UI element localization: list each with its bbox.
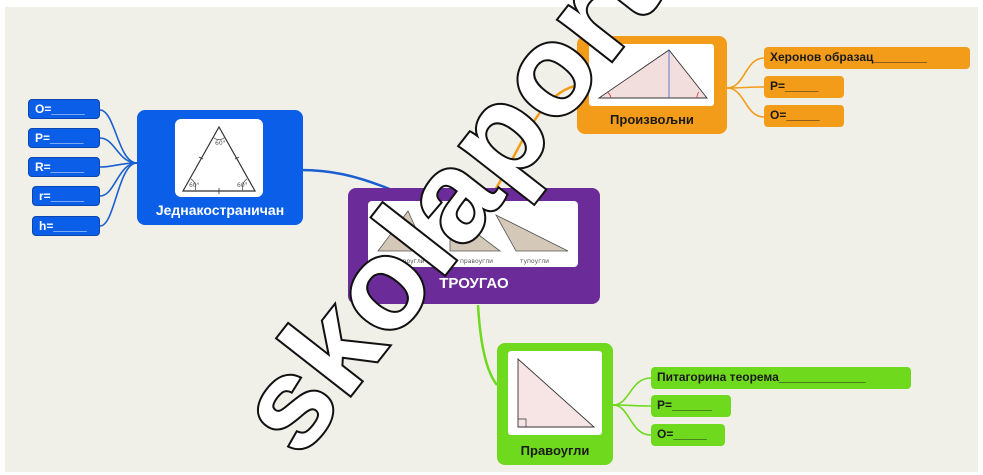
connector-central-arbitrary: [493, 83, 581, 191]
equilateral-triangle-icon: 60° 60° 60°: [181, 125, 257, 194]
eq-angle-right: 60°: [237, 182, 248, 189]
right-item-o[interactable]: O=_____: [651, 424, 725, 446]
right-item-pythagoras[interactable]: Питагорина теорема_____________: [651, 367, 911, 389]
central-sublabel-right: правоугли: [460, 258, 493, 265]
central-node[interactable]: оштроугли правоугли тупоугли ТРОУГАО: [348, 188, 600, 304]
eq-item-h[interactable]: h=_____: [32, 216, 100, 236]
eq-angle-left: 60°: [189, 182, 200, 189]
eq-item-r-small[interactable]: r=_____: [32, 186, 100, 206]
central-title: ТРОУГАО: [439, 275, 509, 292]
central-triangles-figure: оштроугли правоугли тупоугли: [368, 201, 578, 267]
eq-item-o[interactable]: O=_____: [28, 99, 100, 119]
connector-right-o: [612, 404, 652, 436]
right-item-p[interactable]: P=______: [651, 395, 731, 417]
right-triangle-figure: [508, 351, 602, 435]
equilateral-node[interactable]: 60° 60° 60° Једнакостраничан: [137, 110, 303, 225]
connector-arb-heron: [726, 57, 765, 89]
arb-item-o[interactable]: O=_____: [764, 105, 844, 127]
eq-angle-top: 60°: [215, 140, 226, 147]
arbitrary-triangle-icon: [597, 49, 708, 99]
triangles-types-icon: оштроугли правоугли тупоугли: [377, 210, 569, 265]
connector-arb-o: [726, 87, 765, 118]
eq-item-r[interactable]: R=_____: [28, 157, 100, 177]
arbitrary-node[interactable]: Произвољни: [577, 36, 727, 134]
arb-item-heron[interactable]: Херонов образац________: [764, 47, 970, 69]
equilateral-triangle-figure: 60° 60° 60°: [175, 119, 263, 197]
arbitrary-triangle-figure: [589, 44, 714, 106]
connector-eq-p: [99, 137, 138, 164]
arbitrary-title: Произвољни: [610, 112, 694, 127]
right-triangle-node[interactable]: Правоугли: [497, 343, 613, 465]
right-triangle-icon: [517, 357, 596, 428]
connector-central-equilateral: [299, 168, 393, 192]
equilateral-title: Једнакостраничан: [155, 202, 285, 218]
eq-item-p[interactable]: P=_____: [28, 128, 100, 148]
arb-item-p[interactable]: P=_____: [764, 76, 844, 98]
connector-right-pythagoras: [612, 377, 652, 406]
connector-eq-h: [99, 162, 138, 227]
right-triangle-title: Правоугли: [520, 443, 590, 458]
central-sublabel-acute: оштроугли: [390, 258, 425, 265]
connector-central-right: [476, 304, 498, 386]
central-sublabel-obtuse: тупоугли: [520, 258, 549, 265]
connector-eq-o: [99, 109, 138, 164]
